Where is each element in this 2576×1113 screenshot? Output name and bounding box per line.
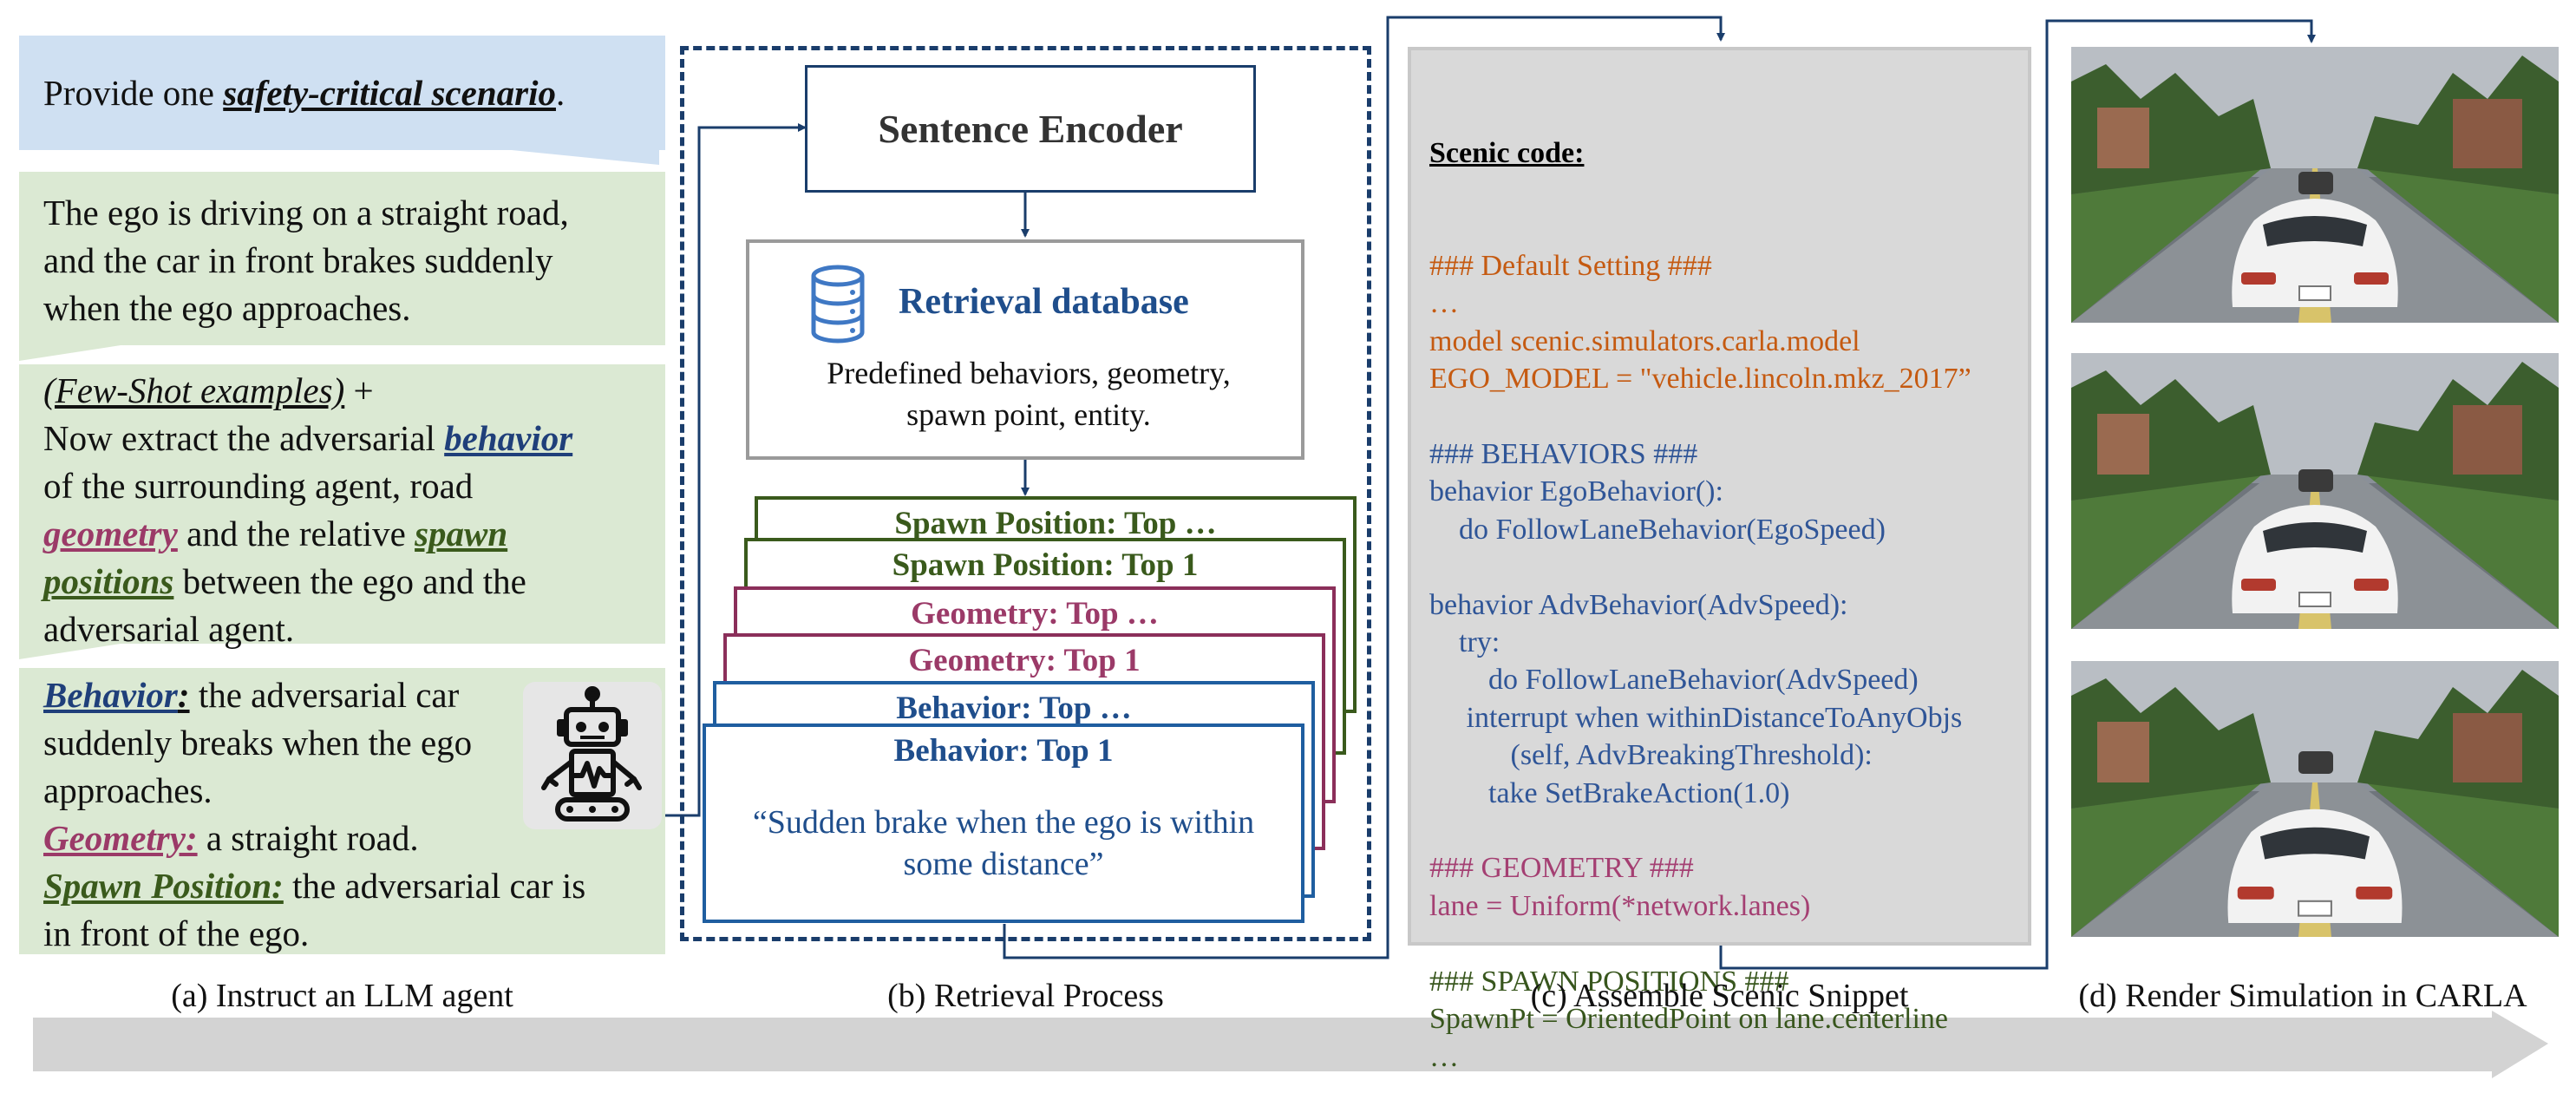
prompt-bubble-tail [486,147,659,165]
retrieval-frame [680,46,1371,941]
code-header: Scenic code: [1429,136,1585,169]
extraction-bubble [19,364,665,644]
database-description: Predefined behaviors, geometry, spawn po… [827,356,1231,432]
progress-arrow [33,1011,2548,1078]
scenario-bubble-tail [19,344,132,361]
code-line: … [1429,287,1459,320]
extraction-text: (Few-Shot examples) + Now extract the ad… [43,370,573,649]
code-line [1429,548,1971,586]
code-line: behavior EgoBehavior(): [1429,475,1723,508]
card-behavior-top-1: Behavior: Top 1 “Sudden brake when the e… [703,723,1304,923]
behavior-quote: “Sudden brake when the ego is within som… [752,804,1255,882]
code-line: do FollowLaneBehavior(AdvSpeed) [1429,664,1919,697]
caption-d: (d) Render Simulation in CARLA [2078,978,2527,1014]
code-line: ### GEOMETRY ### [1429,852,1694,885]
scenic-code-box [1408,47,2031,946]
code-line: EGO_MODEL = "vehicle.lincoln.mkz_2017” [1429,363,1971,396]
prompt-bubble [19,36,665,150]
carla-render-frame-2 [2071,353,2559,629]
code-line: take SetBrakeAction(1.0) [1429,776,1790,809]
code-line [1429,925,1971,962]
code-line: lane = Uniform(*network.lanes) [1429,889,1811,922]
answer-text: Behavior: the adversarial car suddenly b… [43,675,586,953]
code-line: ### Default Setting ### [1429,250,1712,283]
code-line: ### BEHAVIORS ### [1429,438,1698,471]
scenario-bubble [19,172,665,345]
arrow-cards-to-code [1003,16,1725,959]
database-title: Retrieval database [899,282,1189,322]
code-line [1429,398,1971,435]
prompt-text: Provide one safety-critical scenario. [43,73,566,113]
code-line: interrupt when withinDistanceToAnyObjs [1429,701,1963,734]
caption-c: (c) Assemble Scenic Snippet [1530,978,1909,1014]
caption-b: (b) Retrieval Process [887,978,1164,1014]
scenic-code: Scenic code: ### Default Setting ### … mod… [1429,59,1971,1113]
caption-a: (a) Instruct an LLM agent [171,978,513,1014]
arrow-code-to-render [1719,19,2316,970]
code-line: try: [1429,626,1500,659]
code-line: (self, AdvBreakingThreshold): [1429,739,1873,772]
code-line: … [1429,1040,1459,1073]
code-line: do FollowLaneBehavior(EgoSpeed) [1429,513,1886,546]
carla-render-frame-1 [2071,47,2559,323]
code-line: SpawnPt = OrientedPoint on lane.centerli… [1429,1003,1948,1036]
carla-render-frame-3 [2071,661,2559,937]
retrieval-database-box: Retrieval database Predefined behaviors,… [746,239,1304,460]
sentence-encoder-label: Sentence Encoder [878,107,1183,151]
extraction-bubble-tail [19,642,132,659]
database-icon [811,265,865,344]
code-line: behavior AdvBehavior(AdvSpeed): [1429,588,1848,621]
scenario-text: The ego is driving on a straight road, a… [43,193,569,328]
code-line: ### SPAWN POSITIONS ### [1429,965,1789,998]
sentence-encoder-box: Sentence Encoder [805,65,1256,193]
robot-icon [523,682,662,829]
code-line: model scenic.simulators.carla.model [1429,324,1860,357]
code-line [1429,812,1971,849]
